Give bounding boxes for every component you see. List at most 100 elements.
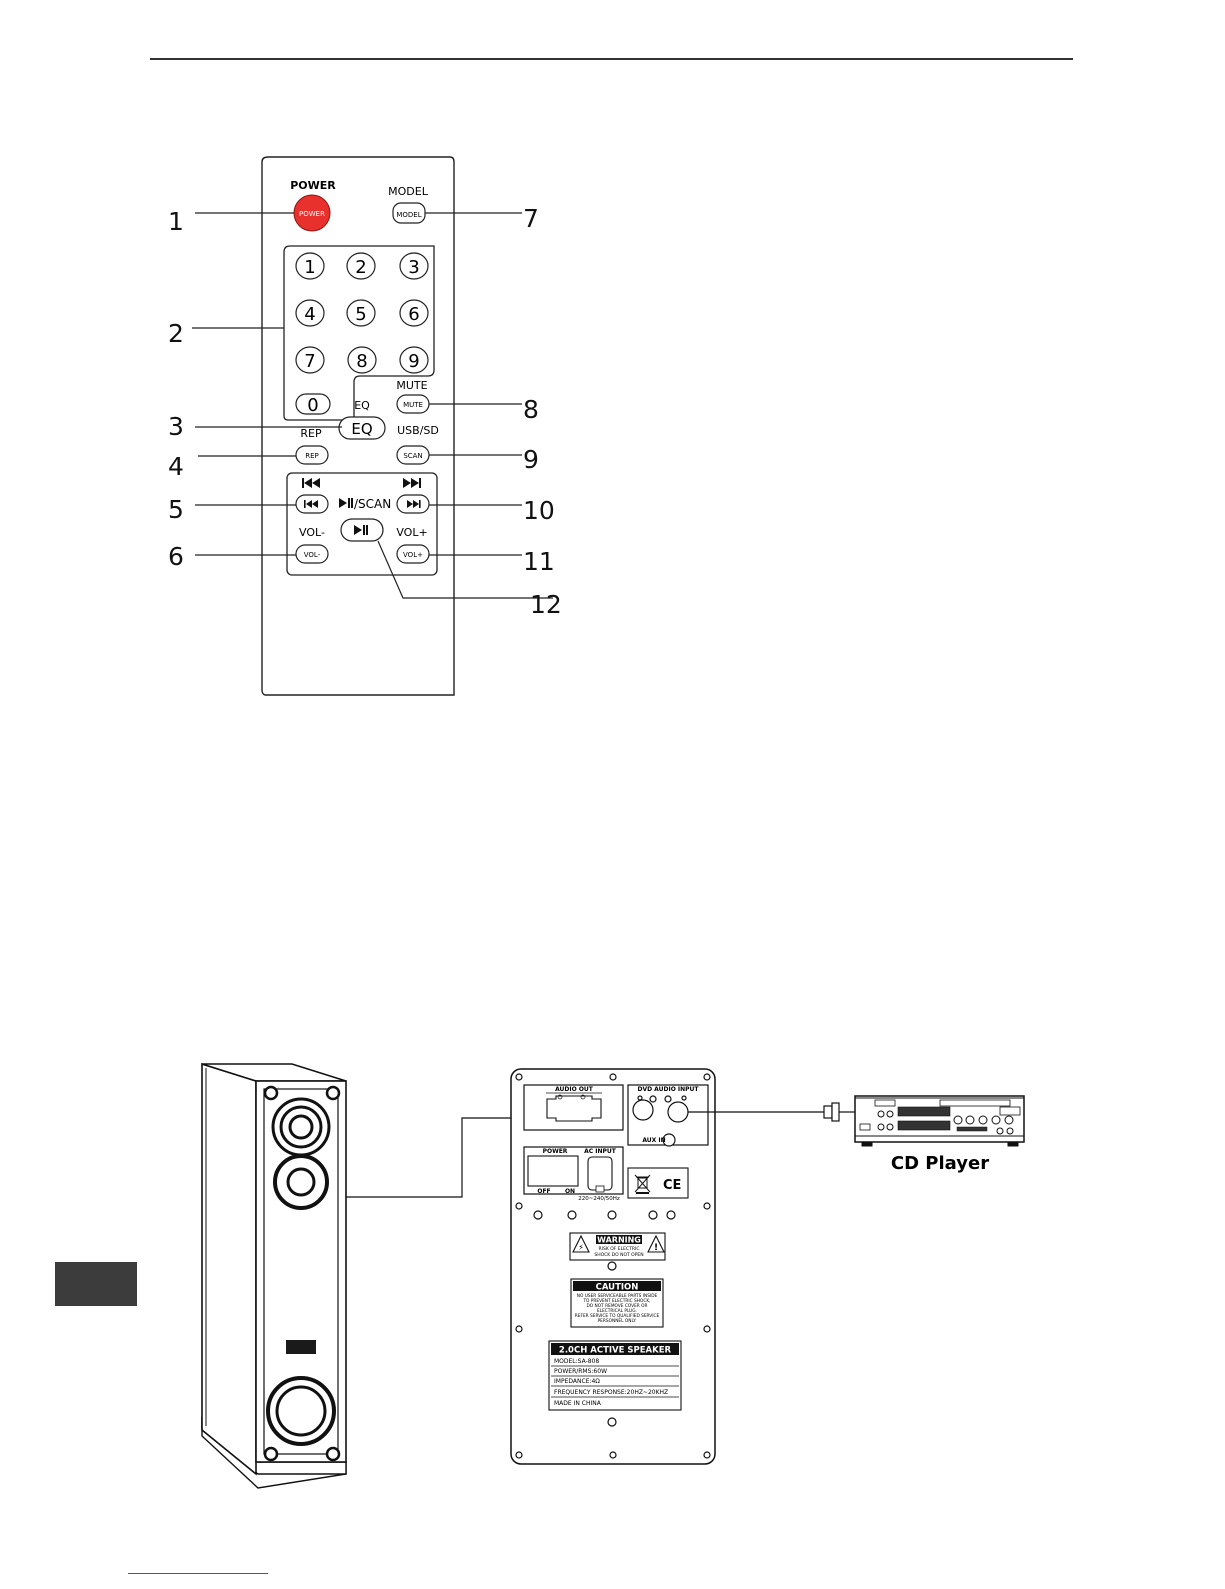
play-pause-icon xyxy=(354,525,368,535)
digit-6-button: 6 xyxy=(399,299,429,327)
digit-3-button: 3 xyxy=(399,252,429,280)
dvd-audio-input-label: DVD AUDIO INPUT xyxy=(637,1086,699,1093)
eq-button-label: EQ xyxy=(351,420,372,438)
digit-label: 8 xyxy=(356,351,367,372)
rca-jacks xyxy=(632,1095,689,1147)
caution-line: NO USER SERVICEABLE PARTS INSIDE xyxy=(577,1293,658,1299)
on-label: ON xyxy=(565,1188,575,1195)
ac-socket xyxy=(587,1156,613,1191)
digit-1-button: 1 xyxy=(295,252,325,280)
digit-0-button: 0 xyxy=(295,393,331,416)
callout-2: 2 xyxy=(168,319,184,348)
next-icon xyxy=(407,500,421,508)
section-tab xyxy=(55,1262,137,1306)
rep-button-label: REP xyxy=(305,452,319,460)
digit-label: 5 xyxy=(355,304,366,325)
power-switch-label: POWER xyxy=(543,1148,568,1155)
caution-line: REFER SERVICE TO QUALIFIED SERVICE xyxy=(575,1313,660,1319)
caution-title: CAUTION xyxy=(596,1283,639,1293)
digit-label: 6 xyxy=(408,304,419,325)
vol-minus-button xyxy=(295,544,329,564)
svg-text:!: ! xyxy=(654,1243,658,1253)
power-switch xyxy=(527,1155,579,1187)
digit-label: 1 xyxy=(304,257,315,278)
play-pause-title-icon xyxy=(339,498,353,508)
prev-title-icon xyxy=(302,478,320,488)
prev-icon xyxy=(304,500,318,508)
mute-button-label: MUTE xyxy=(403,401,423,409)
footer-link-underline xyxy=(128,1573,268,1574)
digit-8-button: 8 xyxy=(347,346,377,374)
callout-8: 8 xyxy=(523,395,539,424)
digit-label: 2 xyxy=(355,257,366,278)
rating-label-title: 2.0CH ACTIVE SPEAKER xyxy=(559,1346,672,1356)
callout-9: 9 xyxy=(523,445,539,474)
power-title: POWER xyxy=(290,179,336,192)
rating-row: MODEL:SA-808 xyxy=(554,1358,599,1365)
callout-10: 10 xyxy=(523,496,555,525)
rating-row: POWER/RMS:60W xyxy=(554,1368,607,1375)
callout-4: 4 xyxy=(168,452,184,481)
caution-line: ELECTRICAL PLUG. xyxy=(597,1308,637,1314)
rep-button xyxy=(295,445,329,465)
callout-leader-lines xyxy=(192,212,553,599)
caution-text: NO USER SERVICEABLE PARTS INSIDE TO PREV… xyxy=(575,1293,660,1324)
callout-7: 7 xyxy=(523,204,539,233)
speaker-cable xyxy=(346,1117,538,1198)
svg-text:⚡: ⚡ xyxy=(578,1243,584,1252)
digit-label: 4 xyxy=(304,304,315,325)
digit-label: 0 xyxy=(307,395,318,416)
audio-out-label: AUDIO OUT xyxy=(555,1086,594,1093)
eq-button xyxy=(338,416,386,440)
rating-row: IMPEDANCE:4Ω xyxy=(554,1378,600,1385)
caution-line: TO PREVENT ELECTRIC SHOCK, xyxy=(582,1298,650,1304)
digit-label: 3 xyxy=(408,257,419,278)
warning-line-1: RISK OF ELECTRIC xyxy=(599,1246,640,1252)
power-button-label: POWER xyxy=(299,210,325,218)
rca-plug-icon xyxy=(823,1102,855,1122)
remote-control: POWER POWER MODEL MODEL 1 2 3 4 5 6 7 8 … xyxy=(261,156,455,696)
digit-9-button: 9 xyxy=(399,346,429,374)
model-button-label: MODEL xyxy=(396,211,421,219)
digit-2-button: 2 xyxy=(346,252,376,280)
digit-label: 9 xyxy=(408,351,419,372)
digit-label: 7 xyxy=(304,351,315,372)
caution-line: PERSONNEL ONLY. xyxy=(598,1318,637,1324)
callout-numbers: 1 2 3 4 5 6 7 8 9 10 11 12 xyxy=(168,204,562,619)
off-label: OFF xyxy=(537,1188,550,1195)
rating-row: MADE IN CHINA xyxy=(554,1400,602,1407)
rating-label-rows: MODEL:SA-808 POWER/RMS:60W IMPEDANCE:4Ω … xyxy=(554,1358,668,1407)
vol-minus-title: VOL- xyxy=(299,526,325,539)
vol-plus-button xyxy=(396,544,430,564)
next-title-icon xyxy=(403,478,421,488)
rating-row: FREQUENCY RESPONSE:20HZ~20KHZ xyxy=(554,1389,668,1396)
digit-5-button: 5 xyxy=(346,299,376,327)
transport-frame xyxy=(286,472,438,576)
vol-minus-button-label: VOL- xyxy=(304,551,321,559)
callout-5: 5 xyxy=(168,495,184,524)
vol-plus-button-label: VOL+ xyxy=(403,551,423,559)
callout-6: 6 xyxy=(168,542,184,571)
callout-11: 11 xyxy=(523,547,555,576)
play-scan-title: /SCAN xyxy=(354,497,391,511)
caution-line: DO NOT REMOVE COVER OR xyxy=(586,1303,647,1309)
cd-player-label: CD Player xyxy=(891,1153,989,1174)
tower-speaker xyxy=(201,1062,347,1489)
cd-player xyxy=(854,1095,1025,1147)
weee-bin-icon xyxy=(634,1174,651,1194)
ce-mark-icon: CE xyxy=(663,1178,681,1193)
mute-title: MUTE xyxy=(396,379,427,392)
digit-4-button: 4 xyxy=(295,299,325,327)
eq-title: EQ xyxy=(354,399,370,412)
vol-plus-title: VOL+ xyxy=(396,526,427,539)
voltage-label: 220~240/50Hz xyxy=(578,1196,620,1202)
electric-hazard-icon xyxy=(572,1234,590,1253)
ac-input-label: AC INPUT xyxy=(584,1148,617,1155)
callout-12: 12 xyxy=(530,590,562,619)
usbsd-title: USB/SD xyxy=(397,424,439,437)
warning-title: WARNING xyxy=(597,1236,641,1245)
amplifier-back-panel: AUDIO OUT DVD AUDIO INPUT AUX IN POWER A… xyxy=(510,1068,716,1465)
model-title: MODEL xyxy=(388,185,429,198)
